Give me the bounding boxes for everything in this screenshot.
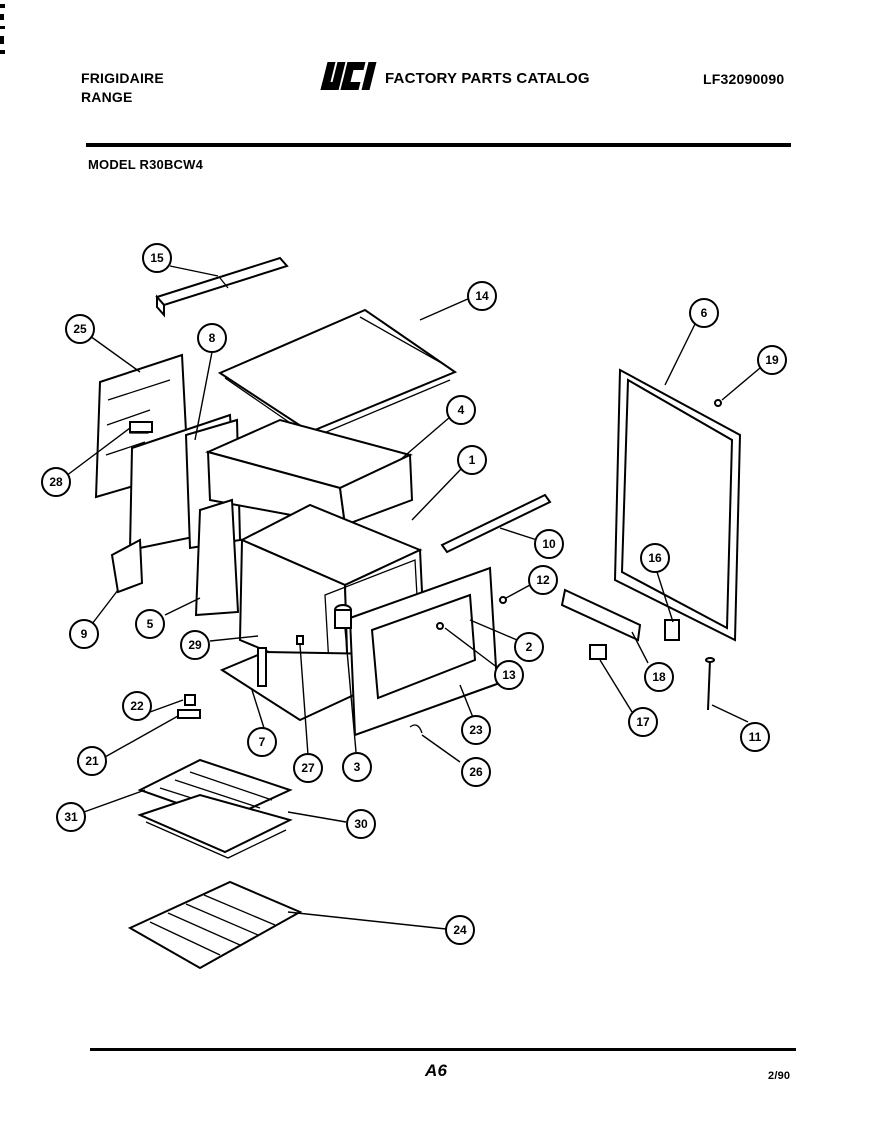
callout-25: 25 [65,314,95,344]
part-15-trim-strip [155,256,289,318]
callout-12: 12 [528,565,558,595]
part-23-front-frame [348,566,499,737]
svg-text:2: 2 [526,640,533,654]
callout-13: 13 [494,660,524,690]
callout-4: 4 [446,395,476,425]
leader-lines [65,265,761,930]
callout-9: 9 [69,619,99,649]
svg-text:29: 29 [188,638,202,652]
catalog-number: LF32090090 [703,71,785,87]
footer-rule [90,1048,796,1051]
product-type: RANGE [81,89,133,105]
part-24-oven-rack [127,880,303,970]
callout-8: 8 [197,323,227,353]
part-9-bracket [110,538,144,594]
callout-14: 14 [467,281,497,311]
part-10-strip [440,493,552,554]
svg-text:8: 8 [209,331,216,345]
svg-text:22: 22 [130,699,144,713]
part-5-side-insulation [194,498,240,617]
part-27-plug [296,635,304,645]
callout-19: 19 [757,345,787,375]
callout-1: 1 [457,445,487,475]
svg-text:23: 23 [469,723,483,737]
part-26-clip [409,724,423,734]
callout-10: 10 [534,529,564,559]
part-16-hinge [664,619,680,641]
svg-text:7: 7 [259,735,266,749]
callout-5: 5 [135,609,165,639]
svg-text:13: 13 [502,668,516,682]
callout-11: 11 [740,722,770,752]
callout-18: 18 [644,662,674,692]
part-14-top-panel [217,308,458,439]
part-30-broiler-pan [137,793,293,859]
callout-2: 2 [514,632,544,662]
svg-text:31: 31 [64,810,78,824]
callout-29: 29 [180,630,210,660]
callout-21: 21 [77,746,107,776]
part-6-side-panel [613,368,742,642]
model-label: MODEL R30BCW4 [88,157,204,172]
svg-text:12: 12 [536,573,550,587]
callout-24: 24 [445,915,475,945]
svg-text:5: 5 [147,617,154,631]
scan-edge-marks [0,0,6,62]
wci-logo [318,60,382,99]
callout-26: 26 [461,757,491,787]
svg-text:6: 6 [701,306,708,320]
svg-text:30: 30 [354,817,368,831]
svg-text:14: 14 [475,289,489,303]
callout-28: 28 [41,467,71,497]
page-id: A6 [425,1061,448,1080]
part-22-clip [184,694,196,706]
callout-15: 15 [142,243,172,273]
callout-6: 6 [689,298,719,328]
svg-text:16: 16 [648,551,662,565]
callout-7: 7 [247,727,277,757]
callout-31: 31 [56,802,86,832]
callout-17: 17 [628,707,658,737]
svg-text:4: 4 [458,403,465,417]
part-17-clip [589,644,607,660]
svg-text:25: 25 [73,322,87,336]
part-3-element [334,604,352,629]
part-19-screw [714,399,722,407]
callout-22: 22 [122,691,152,721]
svg-text:19: 19 [765,353,779,367]
svg-text:17: 17 [636,715,650,729]
part-21-clip [177,709,201,719]
part-29-strap [257,647,267,687]
svg-text:15: 15 [150,251,164,265]
callout-16: 16 [640,543,670,573]
callout-30: 30 [346,809,376,839]
date-code: 2/90 [768,1070,791,1082]
callout-27: 27 [293,753,323,783]
svg-text:10: 10 [542,537,556,551]
svg-text:21: 21 [85,754,99,768]
svg-text:18: 18 [652,670,666,684]
svg-text:1: 1 [469,453,476,467]
header-rule [86,143,791,147]
callout-23: 23 [461,715,491,745]
part-13-bumper [436,622,444,630]
part-11-screw [705,657,715,711]
svg-text:27: 27 [301,761,315,775]
brand-name: FRIGIDAIRE [81,70,164,86]
part-12-screw [499,596,507,604]
svg-text:11: 11 [749,730,762,744]
svg-text:3: 3 [354,760,361,774]
catalog-title: FACTORY PARTS CATALOG [385,70,590,87]
callout-3: 3 [342,752,372,782]
svg-text:28: 28 [49,475,63,489]
svg-text:9: 9 [81,627,88,641]
part-28-bracket [129,421,153,433]
svg-text:24: 24 [453,923,467,937]
svg-text:26: 26 [469,765,483,779]
part-18-rail [560,588,642,642]
